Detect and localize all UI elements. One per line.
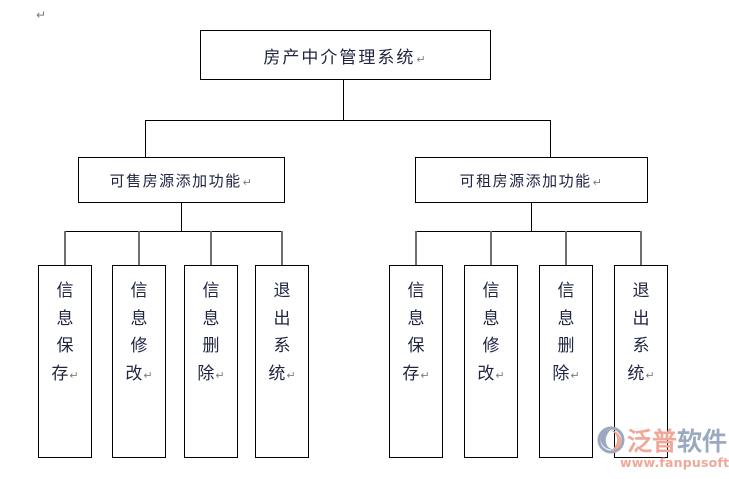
return-mark: ↵ xyxy=(416,52,428,66)
leaf-char: 信 xyxy=(202,281,220,301)
return-mark: ↵ xyxy=(420,368,430,382)
leaf-node-label-rent-exit: 退 出 系 统↵ xyxy=(615,278,667,388)
connector-to-leaf-r2 xyxy=(490,231,492,265)
return-mark: ↵ xyxy=(143,368,153,382)
return-mark: ↵ xyxy=(645,368,655,382)
leaf-char: 保 xyxy=(56,336,74,357)
leaf-node-box-sale-delete[interactable]: 信 息 删 除↵ xyxy=(184,265,238,458)
leaf-char: 出 xyxy=(632,308,650,329)
leaf-node-box-sale-exit[interactable]: 退 出 系 统↵ xyxy=(255,265,309,458)
leaf-char-last: 除↵ xyxy=(552,363,580,384)
connector-branch-left-stem xyxy=(181,203,182,231)
connector-to-leaf-r3 xyxy=(565,231,567,265)
leaf-char-last: 改↵ xyxy=(477,363,505,384)
leaf-char-last: 除↵ xyxy=(197,363,225,384)
leaf-node-box-rent-edit[interactable]: 信 息 修 改↵ xyxy=(464,265,518,458)
leaf-char-last: 统↵ xyxy=(627,363,655,384)
leaf-node-box-rent-delete[interactable]: 信 息 删 除↵ xyxy=(539,265,593,458)
connector-to-leaf-l1 xyxy=(64,231,66,265)
leaf-char: 息 xyxy=(130,308,148,329)
leaf-node-box-sale-edit[interactable]: 信 息 修 改↵ xyxy=(112,265,166,458)
connector-to-leaf-l2 xyxy=(138,231,140,265)
return-mark: ↵ xyxy=(495,368,505,382)
root-node-label: 房产中介管理系统↵ xyxy=(263,47,428,68)
leaf-char: 保 xyxy=(407,336,425,357)
return-mark: ↵ xyxy=(592,175,604,189)
branch-node-box-rent[interactable]: 可租房源添加功能↵ xyxy=(415,157,648,203)
connector-branch-left-bar xyxy=(64,231,282,232)
branch-node-box-sale[interactable]: 可售房源添加功能↵ xyxy=(78,157,285,203)
connector-root-bar xyxy=(145,120,551,121)
leaf-node-box-rent-save[interactable]: 信 息 保 存↵ xyxy=(389,265,443,458)
connector-branch-right-bar xyxy=(415,231,641,232)
leaf-node-label-rent-delete: 信 息 删 除↵ xyxy=(540,278,592,388)
leaf-char-last: 存↵ xyxy=(402,363,430,384)
connector-to-leaf-l4 xyxy=(281,231,283,265)
leaf-char: 息 xyxy=(557,308,575,329)
leaf-char: 息 xyxy=(407,308,425,329)
connector-to-leaf-r4 xyxy=(640,231,642,265)
leaf-char-last: 统↵ xyxy=(268,363,296,384)
connector-to-leaf-r1 xyxy=(415,231,417,265)
leaf-char: 修 xyxy=(130,336,148,357)
leaf-char: 信 xyxy=(482,281,500,301)
leaf-node-box-sale-save[interactable]: 信 息 保 存↵ xyxy=(38,265,92,458)
return-mark: ↵ xyxy=(286,368,296,382)
leaf-char: 息 xyxy=(56,308,74,329)
stray-return-mark: ↵ xyxy=(36,8,47,22)
leaf-node-label-sale-delete: 信 息 删 除↵ xyxy=(185,278,237,388)
leaf-char: 系 xyxy=(632,336,650,357)
leaf-char: 删 xyxy=(557,336,575,357)
connector-to-branch-left xyxy=(145,120,146,158)
return-mark: ↵ xyxy=(69,368,79,382)
connector-branch-right-stem xyxy=(531,203,532,231)
branch-node-label-sale: 可售房源添加功能↵ xyxy=(109,171,254,190)
root-node-box[interactable]: 房产中介管理系统↵ xyxy=(200,30,491,80)
leaf-char: 息 xyxy=(202,308,220,329)
leaf-char: 删 xyxy=(202,336,220,357)
leaf-char: 信 xyxy=(56,281,74,301)
leaf-char: 信 xyxy=(557,281,575,301)
leaf-char: 息 xyxy=(482,308,500,329)
leaf-char: 系 xyxy=(273,336,291,357)
branch-node-label-rent: 可租房源添加功能↵ xyxy=(459,171,604,190)
return-mark: ↵ xyxy=(570,368,580,382)
leaf-node-label-sale-save: 信 息 保 存↵ xyxy=(39,278,91,388)
leaf-node-label-rent-save: 信 息 保 存↵ xyxy=(390,278,442,388)
leaf-char: 信 xyxy=(130,281,148,301)
leaf-char: 出 xyxy=(273,308,291,329)
leaf-char-last: 改↵ xyxy=(125,363,153,384)
leaf-char: 退 xyxy=(632,281,650,301)
leaf-node-box-rent-exit[interactable]: 退 出 系 统↵ xyxy=(614,265,668,458)
leaf-node-label-rent-edit: 信 息 修 改↵ xyxy=(465,278,517,388)
leaf-char: 修 xyxy=(482,336,500,357)
leaf-char: 信 xyxy=(407,281,425,301)
leaf-node-label-sale-edit: 信 息 修 改↵ xyxy=(113,278,165,388)
connector-root-stem xyxy=(343,80,344,121)
return-mark: ↵ xyxy=(215,368,225,382)
leaf-node-label-sale-exit: 退 出 系 统↵ xyxy=(256,278,308,388)
leaf-char-last: 存↵ xyxy=(51,363,79,384)
leaf-char: 退 xyxy=(273,281,291,301)
return-mark: ↵ xyxy=(242,175,254,189)
connector-to-leaf-l3 xyxy=(210,231,212,265)
connector-to-branch-right xyxy=(550,120,551,158)
